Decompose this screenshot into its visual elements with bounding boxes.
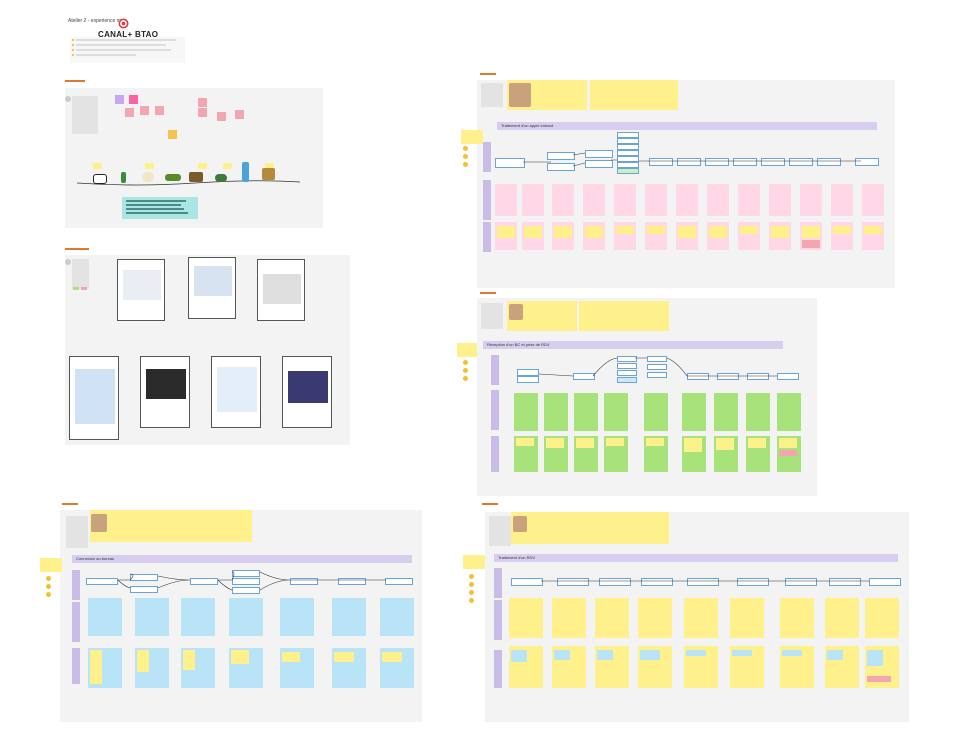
- flow-connectors: [541, 580, 869, 582]
- document-5: [140, 356, 190, 428]
- frame-label-1: [65, 80, 85, 82]
- water-bottle-icon: [242, 162, 249, 182]
- frame-connexion-bureau[interactable]: Connexion au bureau: [40, 510, 422, 722]
- flow-connectors: [117, 571, 386, 591]
- journey-path: [76, 180, 301, 186]
- document-2: [188, 257, 236, 319]
- frame-sketch-journey[interactable]: [65, 88, 323, 228]
- bottle-icon: [121, 172, 126, 183]
- journey-title: Réception d'un BC et prise de RDV: [483, 341, 783, 349]
- journey-title: Traitement d'un RDV: [494, 554, 898, 562]
- journey-title: Connexion au bureau: [72, 555, 412, 563]
- persona-avatar: [509, 304, 523, 320]
- document-1: [117, 259, 165, 321]
- document-6: [211, 356, 261, 428]
- flow-connectors: [538, 357, 777, 377]
- intro-checklist: [70, 37, 185, 63]
- target-icon: [118, 16, 129, 29]
- document-3: [257, 259, 305, 321]
- persona-avatar: [509, 83, 531, 107]
- document-7: [282, 356, 332, 428]
- treasure-chest-icon: [262, 168, 275, 180]
- crocodile-icon: [165, 174, 181, 181]
- frame-label-a: [480, 73, 496, 75]
- flow-connectors: [523, 152, 861, 167]
- persona-avatar: [513, 516, 527, 532]
- frame-documents[interactable]: [65, 255, 350, 445]
- frame-reception-bc[interactable]: Réception d'un BC et prise de RDV: [457, 298, 817, 496]
- frame-label-c: [62, 503, 78, 505]
- frame-label-2: [65, 248, 89, 250]
- broom-icon: [189, 172, 203, 182]
- notes-box: [122, 197, 198, 219]
- snake-icon: [215, 174, 227, 182]
- board-title: Atelier 2 - experience map: [68, 18, 127, 24]
- sheep-icon: [142, 172, 154, 182]
- brand-title: CANAL+ BTAO: [98, 30, 159, 39]
- persona-avatar: [91, 514, 107, 532]
- frame-traitement-rdv[interactable]: Traitement d'un RDV: [463, 512, 909, 722]
- frame-appel-entrant[interactable]: Traitement d'un appel entrant: [461, 80, 895, 288]
- document-4: [69, 356, 119, 440]
- cow-icon: [93, 174, 107, 184]
- frame-label-d: [482, 503, 498, 505]
- journey-title: Traitement d'un appel entrant: [497, 122, 877, 130]
- frame-label-b: [480, 292, 496, 294]
